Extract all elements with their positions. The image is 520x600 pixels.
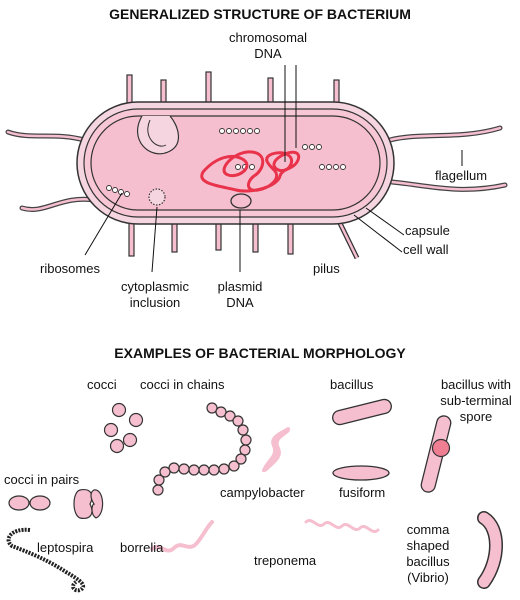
- chromosomal-dna: [200, 150, 301, 193]
- label-pilus: pilus: [313, 261, 340, 276]
- label-chromosomal-dna: DNA: [254, 46, 282, 61]
- bacillus-shape: [332, 398, 392, 426]
- label-fusiform: fusiform: [339, 485, 385, 500]
- label-spore-3: spore: [460, 409, 493, 424]
- ribosomes: [106, 128, 346, 197]
- label-borrelia: borrelia: [120, 540, 164, 555]
- borrelia-shape: [150, 520, 214, 553]
- cytoplasmic-inclusion: [148, 188, 166, 206]
- label-campylobacter: campylobacter: [220, 485, 305, 500]
- label-inclusion: inclusion: [130, 295, 181, 310]
- morphology-labels: cocci cocci in chains bacillus bacillus …: [4, 377, 512, 585]
- label-spore-1: bacillus with: [441, 377, 511, 392]
- structure-heading: GENERALIZED STRUCTURE OF BACTERIUM: [109, 6, 411, 22]
- label-ribosomes: ribosomes: [40, 261, 100, 276]
- label-cocci-pairs: cocci in pairs: [4, 472, 80, 487]
- label-plasmid: plasmid: [218, 279, 263, 294]
- treponema-shape: [304, 519, 380, 533]
- label-vibrio-2: shaped: [407, 538, 450, 553]
- label-vibrio-1: comma: [407, 522, 450, 537]
- fusiform-shape: [332, 465, 390, 481]
- cocci-pairs-shape: [8, 489, 104, 519]
- structure-leaders: [84, 65, 463, 273]
- cocci-shape: [103, 402, 144, 454]
- cocci-chains-shape: [152, 402, 252, 496]
- label-vibrio-3: bacillus: [406, 554, 450, 569]
- label-vibrio-4: (Vibrio): [407, 570, 449, 585]
- label-cell-wall: cell wall: [403, 242, 449, 257]
- label-cocci: cocci: [87, 377, 117, 392]
- label-cytoplasmic: cytoplasmic: [121, 279, 189, 294]
- label-treponema: treponema: [254, 553, 317, 568]
- label-bacillus: bacillus: [330, 377, 374, 392]
- label-plasmid-dna: DNA: [226, 295, 254, 310]
- flagella: [5, 125, 508, 212]
- cell: [76, 101, 395, 225]
- label-cocci-chains: cocci in chains: [140, 377, 225, 392]
- morphology-shapes: [6, 398, 503, 593]
- label-capsule: capsule: [405, 223, 450, 238]
- label-spore-2: sub-terminal: [440, 393, 512, 408]
- structure-labels: chromosomal DNA flagellum capsule cell w…: [40, 30, 487, 310]
- label-chromosomal: chromosomal: [229, 30, 307, 45]
- label-flagellum: flagellum: [435, 168, 487, 183]
- morphology-heading: EXAMPLES OF BACTERIAL MORPHOLOGY: [114, 345, 406, 361]
- plasmid: [230, 193, 252, 209]
- spore-bacillus-shape: [420, 415, 452, 493]
- leptospira-shape: [6, 527, 86, 593]
- campylobacter-shape: [261, 427, 291, 473]
- label-leptospira: leptospira: [37, 540, 94, 555]
